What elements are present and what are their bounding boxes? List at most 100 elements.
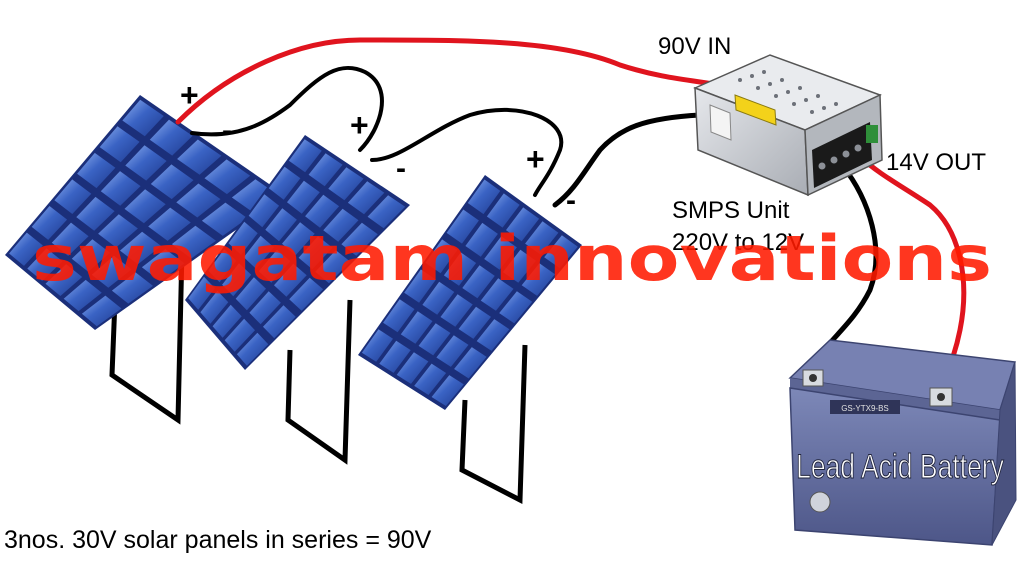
- solar-cell: [486, 193, 520, 228]
- solar-cell: [454, 347, 487, 379]
- battery-model-plate: [830, 400, 900, 414]
- solar-cell: [404, 269, 436, 303]
- solar-cell: [120, 231, 162, 265]
- smps-green-pcb: [866, 125, 878, 143]
- solar-cell: [224, 318, 255, 352]
- solar-cell: [480, 278, 514, 311]
- solar-cell: [379, 340, 411, 373]
- solar-cell: [222, 263, 252, 297]
- panel-1-plus-label: +: [180, 77, 199, 113]
- solar-cell: [200, 290, 229, 324]
- smps-rating-label: 220V to 12V: [672, 229, 804, 256]
- solar-cell: [361, 329, 393, 362]
- solar-cell: [288, 139, 322, 173]
- solar-cell: [258, 249, 291, 283]
- solar-cell: [431, 375, 464, 406]
- solar-cell: [422, 281, 455, 315]
- solar-cell: [298, 236, 333, 270]
- solar-cell: [467, 179, 501, 215]
- solar-cell: [124, 189, 166, 224]
- panel-1-stand: [109, 249, 185, 425]
- solar-cell: [149, 119, 193, 156]
- series-wire-2-to-3: [370, 107, 564, 197]
- panel-3-minus-label: -: [566, 184, 576, 217]
- solar-cell: [212, 304, 242, 338]
- smps-name-label: SMPS Unit: [672, 197, 790, 224]
- solar-cell: [476, 319, 510, 351]
- solar-cell: [235, 277, 266, 311]
- panel-3-plus-label: +: [526, 141, 545, 177]
- battery-positive-terminal: [929, 387, 953, 407]
- solar-cell: [111, 272, 153, 304]
- solar-cell: [263, 305, 296, 339]
- solar-cell: [31, 206, 68, 240]
- smps-output-label: 14V OUT: [886, 149, 986, 176]
- battery-label: Lead Acid Battery: [796, 448, 1004, 486]
- watermark-text: swagatam innovations: [32, 222, 992, 295]
- solar-cell: [289, 277, 324, 311]
- solar-cell: [9, 232, 43, 266]
- solar-cell: [122, 99, 164, 137]
- solar-cell: [440, 294, 473, 327]
- smps-unit: [693, 54, 883, 197]
- solar-cell: [425, 239, 458, 274]
- solar-cell: [383, 299, 415, 333]
- solar-cell: [228, 221, 258, 255]
- solar-cell: [414, 363, 447, 395]
- positive-wire-panel-to-smps: [175, 37, 723, 125]
- series-wire-1-to-2: [190, 65, 384, 152]
- panel-stands: [109, 249, 528, 505]
- solar-cell: [305, 194, 340, 228]
- solar-cell: [323, 208, 359, 242]
- battery-lid-rim: [790, 378, 1000, 420]
- solar-cell: [484, 236, 517, 270]
- solar-cell: [436, 335, 469, 367]
- smps-terminal-screws: [818, 144, 862, 170]
- solar-cell: [367, 195, 406, 229]
- solar-cell: [443, 252, 477, 286]
- solar-cell: [282, 222, 315, 256]
- solar-cell: [27, 248, 63, 281]
- solar-cell: [446, 209, 479, 244]
- solar-cell: [177, 139, 222, 175]
- panel-terminal-markers: + - + - + -: [180, 77, 576, 217]
- battery-side: [991, 361, 1017, 546]
- solar-cell: [71, 239, 110, 272]
- solar-cell: [499, 291, 533, 324]
- smps-warning-sticker: [734, 94, 777, 126]
- solar-cell: [125, 145, 167, 181]
- solar-cell: [171, 225, 216, 259]
- solar-cell: [458, 306, 491, 339]
- battery-model-label: GS-YTX9-BS: [841, 404, 889, 413]
- battery-logo-badge: [809, 491, 831, 513]
- smps-input-label: 90V IN: [658, 33, 731, 60]
- solar-cell: [150, 164, 194, 200]
- solar-cell: [347, 181, 385, 215]
- solar-cell: [465, 222, 498, 257]
- caption: 3nos. 30V solar panels in series = 90V: [4, 526, 432, 554]
- solar-cell: [45, 264, 83, 296]
- panel-2-plus-label: +: [350, 107, 369, 143]
- negative-wire-panel-to-smps: [552, 112, 703, 208]
- solar-cell: [236, 332, 269, 366]
- solar-cell: [315, 250, 351, 284]
- solar-cell: [204, 159, 251, 195]
- solar-panel-2: [185, 135, 410, 370]
- solar-cell: [81, 295, 122, 327]
- solar-cell: [54, 179, 92, 214]
- solar-cell: [287, 180, 320, 214]
- solar-cell: [400, 311, 433, 344]
- smps-vent-holes: [738, 70, 838, 114]
- solar-cell: [341, 222, 378, 256]
- solar-cell: [248, 194, 280, 228]
- solar-cell: [525, 221, 559, 255]
- solar-panel-1: [5, 95, 285, 330]
- panel-2-minus-label: -: [396, 152, 406, 185]
- solar-cell: [268, 166, 301, 200]
- solar-cell: [141, 249, 185, 282]
- panel-2-stand: [285, 299, 353, 465]
- solar-cell: [502, 249, 536, 283]
- smps-spec-sticker: [709, 104, 732, 141]
- solar-cell: [91, 255, 132, 288]
